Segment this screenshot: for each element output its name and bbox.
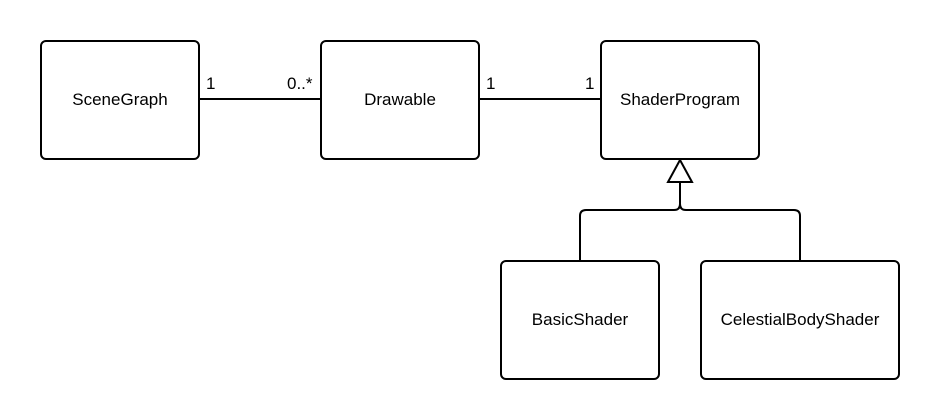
generalization-connector — [579, 182, 801, 260]
class-name: ShaderProgram — [619, 90, 740, 109]
class-scenegraph[interactable]: SceneGraph — [40, 40, 200, 160]
multiplicity-scenegraph-end: 1 — [206, 74, 216, 93]
class-shaderprogram[interactable]: ShaderProgram — [600, 40, 760, 160]
inheritance-triangle-icon — [666, 157, 694, 183]
multiplicity-drawable-end: 0..* — [287, 74, 313, 93]
class-name: SceneGraph — [72, 90, 168, 109]
class-name: BasicShader — [531, 310, 629, 329]
multiplicity-shaderprogram-end: 1 — [585, 74, 595, 93]
class-drawable[interactable]: Drawable — [320, 40, 480, 160]
class-basicshader[interactable]: BasicShader — [500, 260, 660, 380]
class-celestialbodyshader[interactable]: CelestialBodyShader — [700, 260, 900, 380]
class-name: CelestialBodyShader — [720, 310, 880, 329]
multiplicity-drawable-start: 1 — [486, 74, 496, 93]
class-name: Drawable — [364, 90, 436, 109]
